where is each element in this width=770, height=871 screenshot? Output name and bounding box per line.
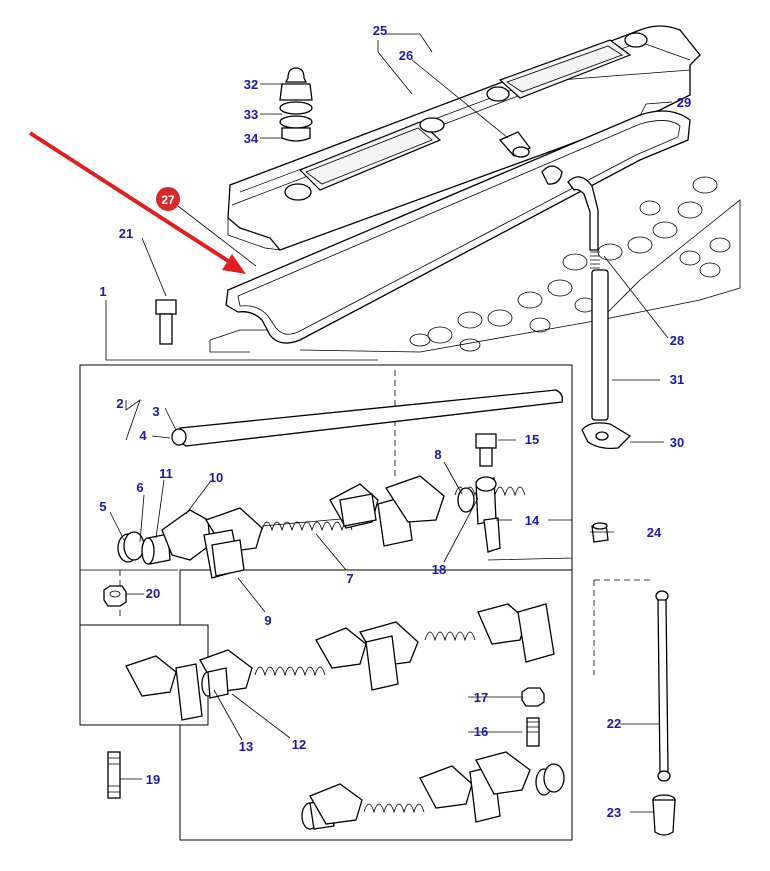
push-rod bbox=[655, 590, 671, 782]
engine-head-block bbox=[209, 176, 741, 353]
valve-cover bbox=[227, 25, 701, 251]
bolt-15 bbox=[475, 433, 497, 467]
callout-28[interactable]: 28 bbox=[670, 333, 684, 348]
svg-text:27: 27 bbox=[161, 193, 175, 207]
callout-15[interactable]: 15 bbox=[525, 432, 539, 447]
callout-11[interactable]: 11 bbox=[159, 466, 173, 481]
callout-2[interactable]: 2 bbox=[116, 396, 123, 411]
callout-1[interactable]: 1 bbox=[99, 284, 106, 299]
callout-29[interactable]: 29 bbox=[677, 95, 691, 110]
stud-16 bbox=[526, 717, 540, 747]
callout-30[interactable]: 30 bbox=[670, 435, 684, 450]
callout-33[interactable]: 33 bbox=[244, 107, 258, 122]
callout-6[interactable]: 6 bbox=[136, 480, 143, 495]
nut-20 bbox=[103, 585, 127, 607]
valve-cover-gasket bbox=[225, 110, 691, 344]
breather-assembly bbox=[498, 131, 632, 450]
callout-20[interactable]: 20 bbox=[146, 586, 160, 601]
callout-21[interactable]: 21 bbox=[119, 226, 133, 241]
callout-labels: 1 2 3 4 5 6 7 8 9 10 11 12 13 14 15 16 1… bbox=[99, 23, 691, 820]
callout-14[interactable]: 14 bbox=[525, 513, 540, 528]
callout-19[interactable]: 19 bbox=[146, 772, 160, 787]
rocker-shaft-upper-assembly bbox=[117, 475, 526, 579]
oil-filler-cap bbox=[279, 67, 313, 142]
callout-34[interactable]: 34 bbox=[244, 131, 259, 146]
nut-17 bbox=[521, 687, 545, 707]
callout-24[interactable]: 24 bbox=[647, 525, 662, 540]
callout-8[interactable]: 8 bbox=[434, 447, 441, 462]
bolt-21 bbox=[155, 299, 177, 345]
callout-10[interactable]: 10 bbox=[209, 470, 223, 485]
callout-3[interactable]: 3 bbox=[152, 404, 159, 419]
callout-32[interactable]: 32 bbox=[244, 77, 258, 92]
callout-12[interactable]: 12 bbox=[292, 737, 306, 752]
stud-19 bbox=[107, 751, 121, 799]
callout-31[interactable]: 31 bbox=[670, 372, 684, 387]
callout-23[interactable]: 23 bbox=[607, 805, 621, 820]
callout-26[interactable]: 26 bbox=[399, 48, 413, 63]
callout-4[interactable]: 4 bbox=[139, 428, 147, 443]
callout-13[interactable]: 13 bbox=[239, 739, 253, 754]
callout-7[interactable]: 7 bbox=[346, 571, 353, 586]
callout-5[interactable]: 5 bbox=[99, 499, 106, 514]
highlight-arrow bbox=[28, 131, 246, 274]
rocker-shaft-middle-assembly bbox=[125, 603, 555, 721]
callout-25[interactable]: 25 bbox=[373, 23, 387, 38]
callout-22[interactable]: 22 bbox=[607, 716, 621, 731]
leader-lines bbox=[105, 33, 673, 813]
rocker-shaft bbox=[171, 389, 564, 447]
callout-9[interactable]: 9 bbox=[264, 613, 271, 628]
callout-16[interactable]: 16 bbox=[474, 724, 488, 739]
callout-17[interactable]: 17 bbox=[474, 690, 488, 705]
rocker-shaft-lower-assembly bbox=[301, 751, 565, 830]
tappet bbox=[652, 794, 676, 836]
callout-18[interactable]: 18 bbox=[432, 562, 446, 577]
callout-badge-27[interactable]: 27 bbox=[156, 187, 180, 211]
nut-24 bbox=[591, 522, 609, 543]
